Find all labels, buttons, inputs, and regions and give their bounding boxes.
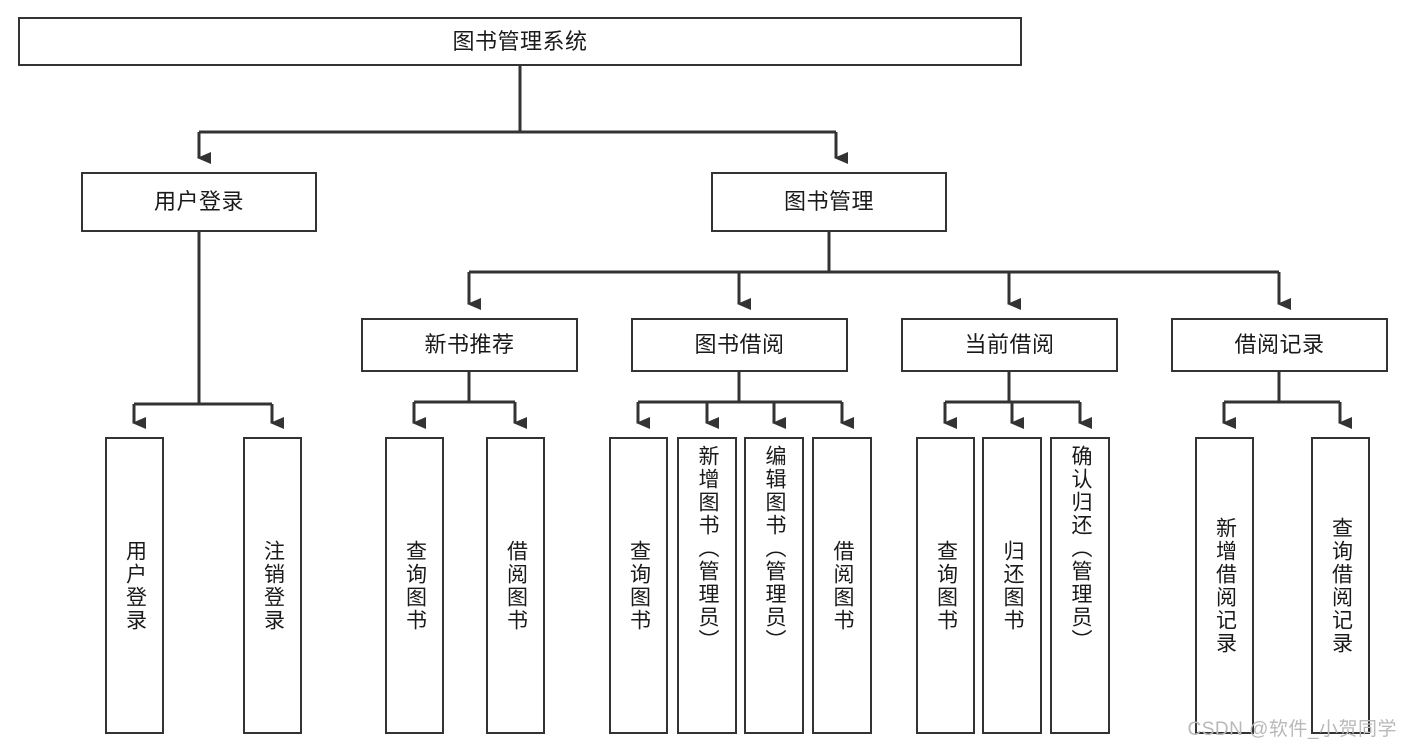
node-leaf-user-login[interactable]: 用户登录 [105,437,164,734]
node-label: 当前借阅 [964,332,1055,358]
node-label: 注销登录 [261,539,285,632]
node-label: 图书管理系统 [452,28,588,54]
node-label: 新书推荐 [424,332,515,358]
node-leaf-query-borrow-record[interactable]: 查询借阅记录 [1311,437,1370,734]
node-leaf-add-book[interactable]: 新增图书（管理员） [677,437,737,734]
csdn-watermark: CSDN @软件_小贺同学 [1187,719,1397,740]
node-label: 新增借阅记录 [1213,516,1237,655]
node-leaf-edit-book[interactable]: 编辑图书（管理员） [744,437,804,734]
node-book-borrow[interactable]: 图书借阅 [631,318,848,372]
node-label: 编辑图书（管理员） [763,445,787,652]
node-leaf-confirm-return[interactable]: 确认归还（管理员） [1050,437,1110,734]
node-label: 用户登录 [153,189,244,215]
node-leaf-query-book-borrow[interactable]: 查询图书 [609,437,668,734]
node-root-book-management-system[interactable]: 图书管理系统 [18,17,1022,66]
node-label: 查询借阅记录 [1329,516,1353,655]
node-borrow-record[interactable]: 借阅记录 [1171,318,1388,372]
node-leaf-borrow-book-recommend[interactable]: 借阅图书 [486,437,545,734]
node-label: 图书借阅 [694,332,785,358]
node-leaf-add-borrow-record[interactable]: 新增借阅记录 [1195,437,1254,734]
node-label: 借阅图书 [504,539,528,632]
node-leaf-query-book-recommend[interactable]: 查询图书 [385,437,444,734]
node-leaf-return-book[interactable]: 归还图书 [982,437,1042,734]
node-book-management[interactable]: 图书管理 [711,172,947,232]
node-leaf-logout-login[interactable]: 注销登录 [243,437,302,734]
node-user-login[interactable]: 用户登录 [81,172,317,232]
node-label: 用户登录 [123,539,147,632]
node-leaf-borrow-book[interactable]: 借阅图书 [812,437,872,734]
node-current-borrow[interactable]: 当前借阅 [901,318,1118,372]
node-leaf-query-book-current[interactable]: 查询图书 [916,437,975,734]
node-label: 借阅记录 [1234,332,1325,358]
node-label: 借阅图书 [831,539,855,632]
node-label: 查询图书 [403,539,427,632]
node-label: 新增图书（管理员） [696,445,720,652]
node-label: 归还图书 [1001,539,1025,632]
node-new-book-recommend[interactable]: 新书推荐 [361,318,578,372]
node-label: 查询图书 [934,539,958,632]
node-label: 查询图书 [627,539,651,632]
node-label: 图书管理 [783,189,874,215]
node-label: 确认归还（管理员） [1069,445,1093,652]
